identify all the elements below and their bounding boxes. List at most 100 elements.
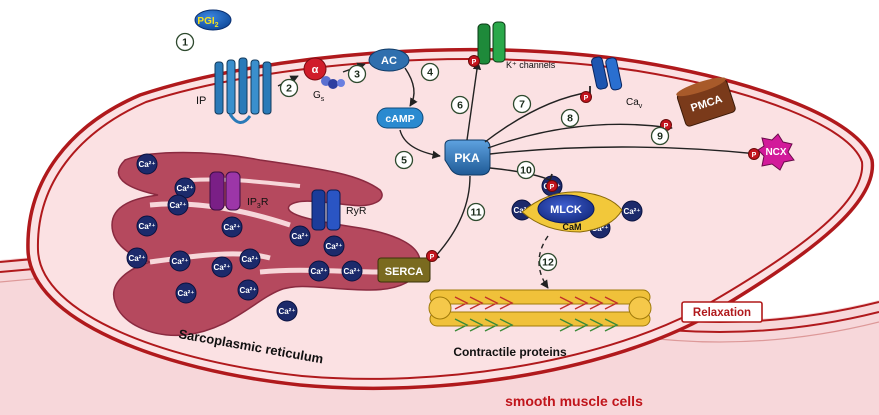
calcium-ion: Ca²⁺ [237, 279, 259, 301]
ip3r-channel [209, 171, 241, 211]
relaxation-box: Relaxation [681, 301, 763, 323]
pmca-pump: PMCA [676, 77, 736, 127]
calcium-ion: Ca²⁺ [308, 260, 330, 282]
svg-text:Ca²⁺: Ca²⁺ [169, 201, 186, 210]
step-number-2: 2 [279, 78, 299, 98]
svg-text:PGI2: PGI2 [197, 16, 218, 29]
calcium-ion: Ca²⁺ [323, 235, 345, 257]
svg-text:Ca²⁺: Ca²⁺ [325, 242, 342, 251]
step-number-11: 11 [466, 202, 486, 222]
svg-text:3: 3 [354, 69, 360, 81]
svg-text:Ca²⁺: Ca²⁺ [176, 184, 193, 193]
pka-kinase: PKA [444, 139, 491, 176]
svg-text:5: 5 [401, 155, 407, 167]
calcium-ion: Ca²⁺ [136, 153, 158, 175]
gs-protein: α [303, 57, 345, 89]
cell-type-label: smooth muscle cells [505, 393, 643, 409]
step-number-3: 3 [347, 64, 367, 84]
cav-label: Cav [626, 97, 643, 110]
svg-text:Ca²⁺: Ca²⁺ [513, 206, 530, 215]
contractile-filaments [428, 289, 652, 332]
serca-pump: SERCA [377, 257, 431, 283]
pathway-arrows [277, 61, 759, 289]
svg-text:AC: AC [381, 55, 397, 67]
svg-text:Ca²⁺: Ca²⁺ [591, 224, 608, 233]
svg-text:4: 4 [427, 67, 433, 79]
svg-text:Ca²⁺: Ca²⁺ [310, 267, 327, 276]
svg-text:Ca²⁺: Ca²⁺ [239, 286, 256, 295]
svg-text:CaM: CaM [562, 222, 581, 232]
svg-text:8: 8 [567, 113, 573, 125]
step-number-12: 12 [538, 252, 558, 272]
svg-text:Ca²⁺: Ca²⁺ [138, 160, 155, 169]
svg-text:P: P [664, 123, 669, 130]
phospho-marker: P [580, 91, 592, 103]
ip-label: IP [196, 95, 206, 107]
phospho-marker: P [468, 55, 480, 67]
svg-text:Ca²⁺: Ca²⁺ [138, 222, 155, 231]
svg-text:10: 10 [520, 165, 532, 177]
step-number-7: 7 [512, 94, 532, 114]
svg-text:6: 6 [457, 100, 463, 112]
calcium-ion: Ca²⁺ [239, 248, 261, 270]
svg-text:1: 1 [182, 37, 188, 49]
calcium-ion: Ca²⁺ [167, 194, 189, 216]
calcium-ion: Ca²⁺ [276, 300, 298, 322]
ryr-channel [311, 189, 341, 231]
ip3r-label: IP3R [247, 196, 269, 210]
svg-text:2: 2 [286, 83, 292, 95]
svg-text:cAMP: cAMP [385, 113, 414, 125]
svg-text:Ca²⁺: Ca²⁺ [171, 257, 188, 266]
calcium-ion: Ca²⁺ [621, 200, 643, 222]
ryr-label: RyR [346, 205, 367, 217]
svg-text:Ca²⁺: Ca²⁺ [343, 267, 360, 276]
step-number-1: 1 [175, 32, 195, 52]
svg-text:Relaxation: Relaxation [693, 307, 751, 319]
svg-text:α: α [312, 64, 319, 76]
calcium-ions: Ca²⁺ Ca²⁺ Ca²⁺ Ca²⁺ Ca²⁺ Ca²⁺ Ca²⁺ Ca²⁺ Ca²⁺ Ca²⁺… [126, 153, 643, 322]
svg-text:Ca²⁺: Ca²⁺ [213, 263, 230, 272]
mlck-cam-complex: MLCK CaM [521, 191, 623, 233]
calcium-ion: Ca²⁺ [136, 215, 158, 237]
step-number-6: 6 [450, 95, 470, 115]
calcium-ion: Ca²⁺ [289, 225, 311, 247]
calcium-ion: Ca²⁺ [169, 250, 191, 272]
step-number-10: 10 [516, 160, 536, 180]
svg-text:Ca²⁺: Ca²⁺ [623, 207, 640, 216]
svg-text:Ca²⁺: Ca²⁺ [223, 223, 240, 232]
svg-text:7: 7 [519, 99, 525, 111]
phospho-marker: P [546, 180, 558, 192]
phospho-marker: P [426, 250, 438, 262]
phosphorylation-markers: P P P P P P [426, 55, 760, 262]
svg-text:P: P [584, 95, 589, 102]
svg-text:MLCK: MLCK [550, 204, 582, 216]
calcium-ion: Ca²⁺ [211, 256, 233, 278]
contractile-proteins-label: Contractile proteins [453, 345, 567, 359]
svg-text:P: P [472, 59, 477, 66]
camp-molecule: cAMP [376, 107, 424, 129]
ncx-exchanger: NCX [757, 133, 795, 171]
svg-text:Ca²⁺: Ca²⁺ [278, 307, 295, 316]
svg-text:Ca²⁺: Ca²⁺ [128, 254, 145, 263]
svg-text:12: 12 [542, 257, 554, 269]
k-channel [477, 21, 506, 65]
step-number-9: 9 [650, 126, 670, 146]
calcium-ion: Ca²⁺ [341, 260, 363, 282]
svg-text:Ca²⁺: Ca²⁺ [291, 232, 308, 241]
svg-text:P: P [550, 184, 555, 191]
svg-text:Ca²⁺: Ca²⁺ [241, 255, 258, 264]
svg-text:P: P [752, 152, 757, 159]
svg-text:9: 9 [657, 131, 663, 143]
svg-text:Ca²⁺: Ca²⁺ [177, 289, 194, 298]
step-number-8: 8 [560, 108, 580, 128]
step-number-4: 4 [420, 62, 440, 82]
ip-receptor [214, 57, 272, 124]
pgi2-ligand: PGI2 [194, 9, 232, 31]
step-number-5: 5 [394, 150, 414, 170]
svg-text:NCX: NCX [765, 147, 786, 158]
adenylyl-cyclase: AC [368, 48, 410, 72]
calcium-ion: Ca²⁺ [175, 282, 197, 304]
